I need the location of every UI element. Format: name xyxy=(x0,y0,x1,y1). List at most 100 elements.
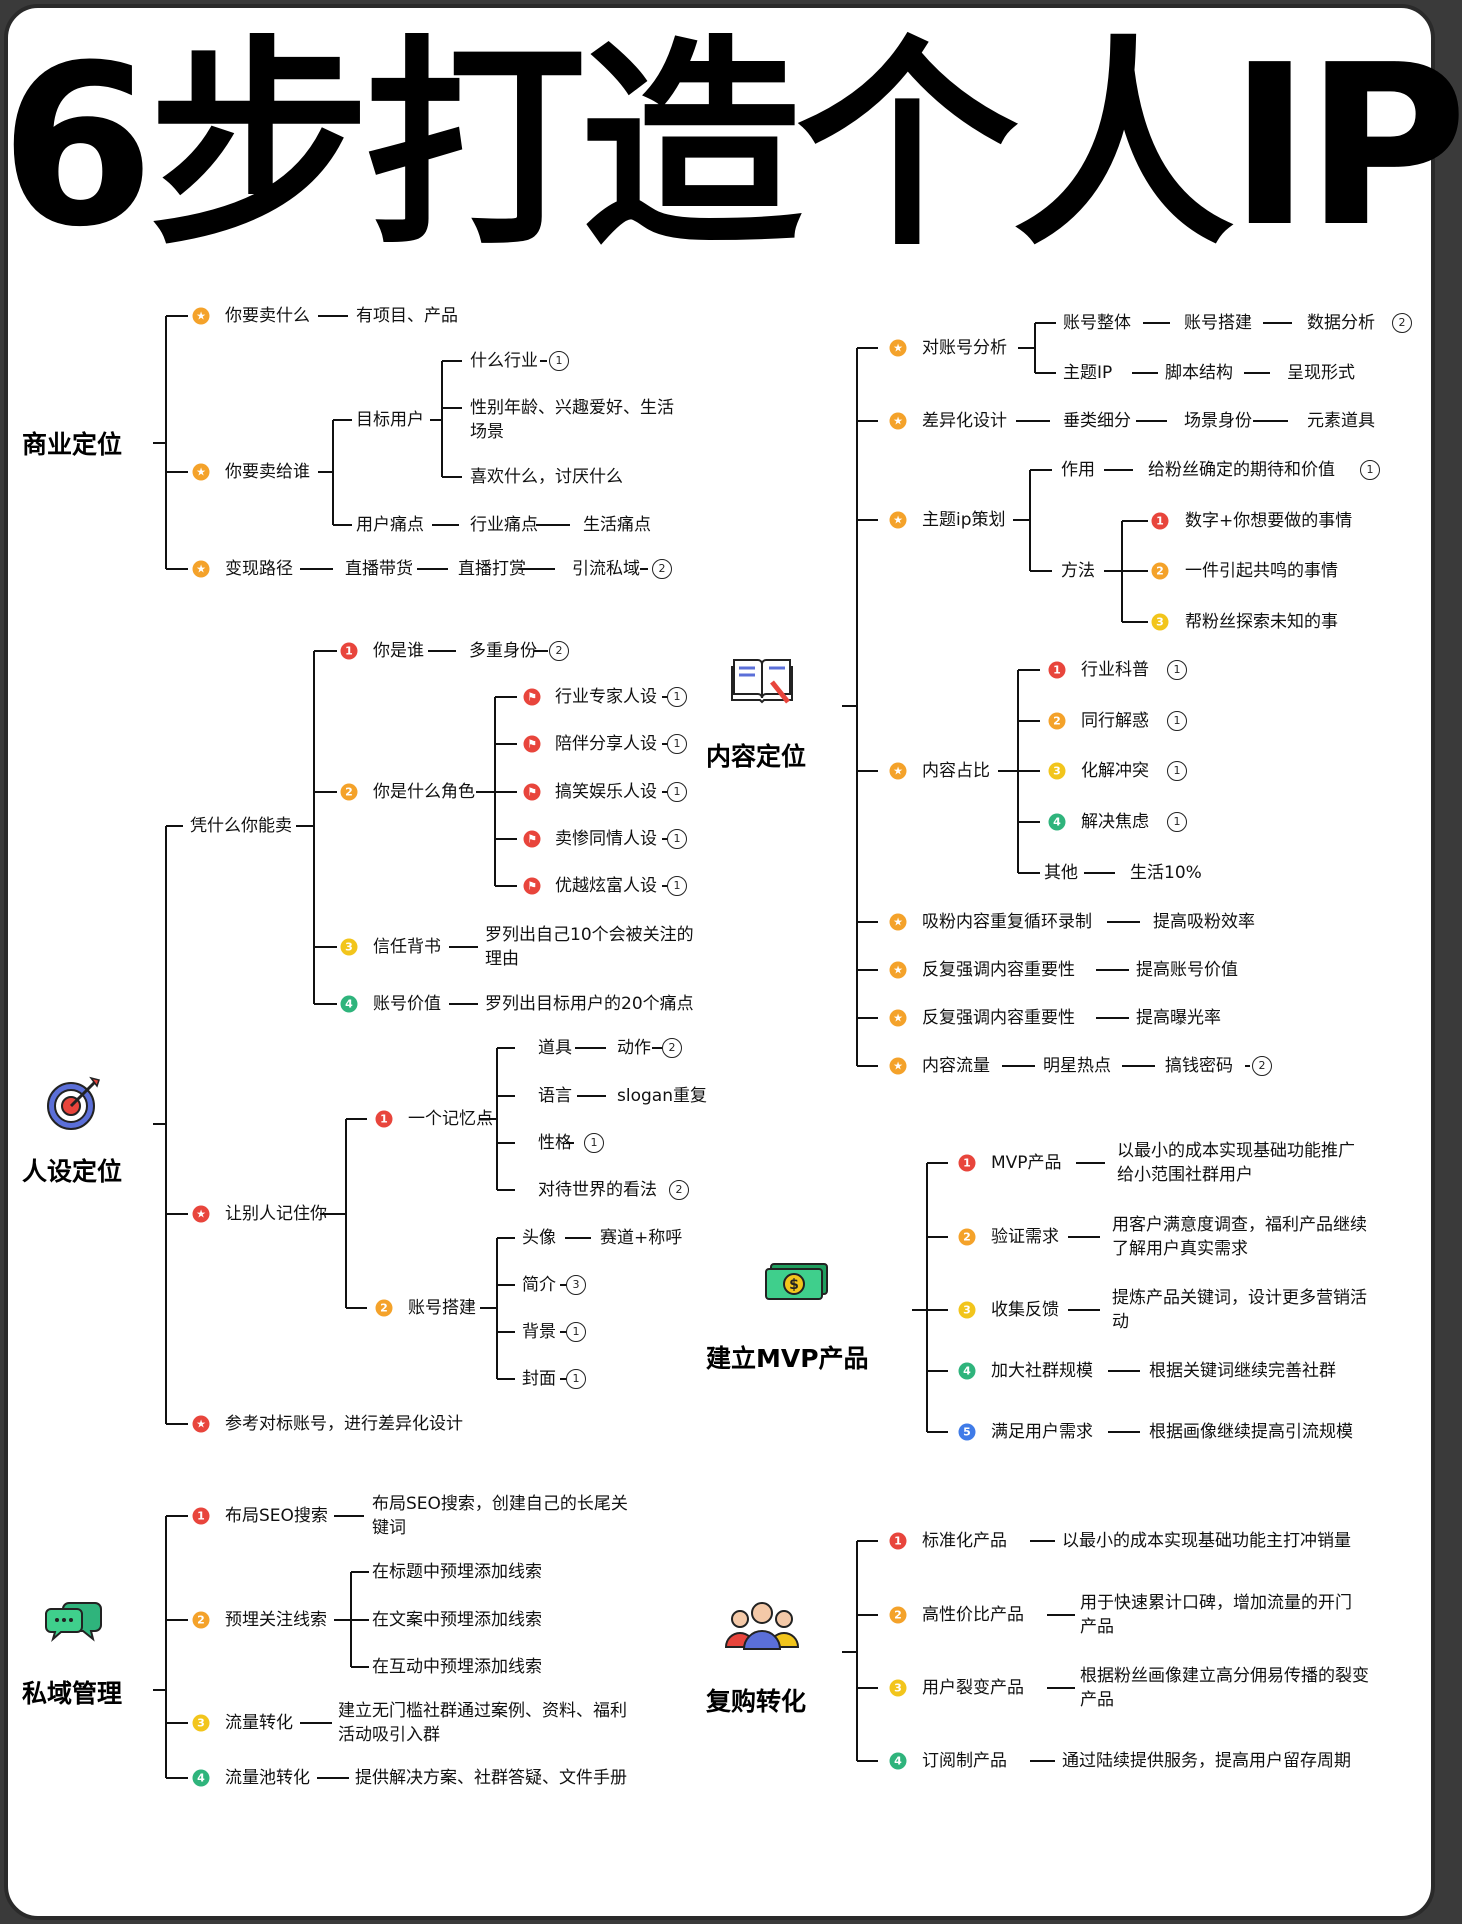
star-badge-icon: ★ xyxy=(889,511,907,529)
node-role-sympathy: 卖惨同情人设 xyxy=(555,829,657,849)
node-account-build: 账号搭建 xyxy=(1184,313,1252,333)
node-language: 语言 xyxy=(538,1086,572,1106)
node-differentiation: 差异化设计 xyxy=(922,411,1007,431)
number-badge-icon: 1 xyxy=(340,642,358,660)
node-presentation: 呈现形式 xyxy=(1287,363,1355,383)
node-fission-product: 用户裂变产品 xyxy=(922,1678,1024,1698)
number-badge-icon: 3 xyxy=(1048,762,1066,780)
number-badge-icon: 3 xyxy=(192,1714,210,1732)
node-account-setup: 账号搭建 xyxy=(408,1298,476,1318)
number-badge-icon: 1 xyxy=(958,1154,976,1172)
circled-number-icon: 1 xyxy=(1167,761,1187,781)
node-account-overall: 账号整体 xyxy=(1063,313,1131,333)
node-prop: 道具 xyxy=(538,1038,572,1058)
node-celebrity-hotspot: 明星热点 xyxy=(1043,1056,1111,1076)
number-badge-icon: 4 xyxy=(1048,813,1066,831)
flag-badge-icon: ⚑ xyxy=(523,735,541,753)
node-method-3: 帮粉丝探索未知的事 xyxy=(1185,612,1338,632)
star-badge-icon: ★ xyxy=(889,913,907,931)
node-repeat-record-detail: 提高吸粉效率 xyxy=(1153,912,1255,932)
node-private-traffic: 引流私域 xyxy=(572,559,640,579)
number-badge-icon: 1 xyxy=(1048,661,1066,679)
frame xyxy=(4,4,1435,1920)
node-expand-community-detail: 根据关键词继续完善社群 xyxy=(1149,1361,1336,1381)
node-scene-identity: 场景身份 xyxy=(1184,411,1252,431)
node-meet-needs: 满足用户需求 xyxy=(991,1422,1093,1442)
node-target-user: 目标用户 xyxy=(356,410,424,430)
node-account-analysis: 对账号分析 xyxy=(922,338,1007,358)
number-badge-icon: 3 xyxy=(1151,613,1169,631)
node-money-code: 搞钱密码 xyxy=(1165,1056,1233,1076)
flag-badge-icon: ⚑ xyxy=(523,688,541,706)
node-seo: 布局SEO搜索 xyxy=(225,1506,328,1526)
book-icon xyxy=(731,659,793,704)
node-why-you: 凭什么你能卖 xyxy=(190,816,292,836)
node-life-pain: 生活痛点 xyxy=(583,515,651,535)
node-method-2: 一件引起共鸣的事情 xyxy=(1185,561,1338,581)
node-emphasis-2: 反复强调内容重要性 xyxy=(922,1008,1075,1028)
node-collect-feedback-detail: 提炼产品关键词，设计更多营销活动 xyxy=(1112,1288,1367,1332)
node-expand-community: 加大社群规模 xyxy=(991,1361,1093,1381)
node-traffic-conversion-detail: 建立无门槛社群通过案例、资料、福利活动吸引入群 xyxy=(338,1701,627,1745)
circled-number-icon: 1 xyxy=(667,687,687,707)
node-live-tips: 直播打赏 xyxy=(458,559,526,579)
node-peer-qa: 同行解惑 xyxy=(1081,711,1149,731)
node-content-traffic: 内容流量 xyxy=(922,1056,990,1076)
star-badge-icon: ★ xyxy=(889,1057,907,1075)
node-traffic-conversion: 流量转化 xyxy=(225,1713,293,1733)
node-repeat-record: 吸粉内容重复循环录制 xyxy=(922,912,1092,932)
circled-number-icon: 1 xyxy=(1167,711,1187,731)
node-user-pain: 用户痛点 xyxy=(356,515,424,535)
node-sell-to-whom: 你要卖给谁 xyxy=(225,462,310,482)
node-vertical-niche: 垂类细分 xyxy=(1063,411,1131,431)
section-title-repurchase: 复购转化 xyxy=(706,1687,807,1716)
node-content-ratio: 内容占比 xyxy=(922,761,990,781)
node-standard-product: 标准化产品 xyxy=(922,1531,1007,1551)
svg-text:$: $ xyxy=(789,1277,799,1293)
flag-badge-icon: ⚑ xyxy=(523,783,541,801)
flag-badge-icon: ⚑ xyxy=(523,877,541,895)
node-role: 你是什么角色 xyxy=(373,782,475,802)
node-method: 方法 xyxy=(1061,561,1095,581)
node-sell-what-answer: 有项目、产品 xyxy=(356,306,458,326)
circled-number-icon: 2 xyxy=(549,641,569,661)
star-badge-icon: ★ xyxy=(192,307,210,325)
node-who-are-you: 你是谁 xyxy=(373,641,424,661)
node-action: 动作 xyxy=(617,1038,651,1058)
section-title-business: 商业定位 xyxy=(22,430,123,459)
node-subscription-product: 订阅制产品 xyxy=(922,1751,1007,1771)
number-badge-icon: 1 xyxy=(192,1507,210,1525)
circled-number-icon: 1 xyxy=(667,829,687,849)
node-memory-point: 一个记忆点 xyxy=(408,1109,493,1129)
star-badge-icon: ★ xyxy=(889,412,907,430)
node-cover: 封面 xyxy=(522,1369,556,1389)
star-badge-icon: ★ xyxy=(192,463,210,481)
node-bio: 简介 xyxy=(522,1275,556,1295)
node-multi-identity: 多重身份 xyxy=(469,641,537,661)
node-industry: 什么行业 xyxy=(470,351,538,371)
node-benchmark: 参考对标账号，进行差异化设计 xyxy=(225,1414,463,1434)
circled-number-icon: 2 xyxy=(1392,313,1412,333)
number-badge-icon: 4 xyxy=(889,1752,907,1770)
number-badge-icon: 4 xyxy=(958,1362,976,1380)
number-badge-icon: 2 xyxy=(958,1228,976,1246)
node-mvp-product-detail: 以最小的成本实现基础功能推广给小范围社群用户 xyxy=(1117,1141,1355,1185)
number-badge-icon: 2 xyxy=(375,1299,393,1317)
node-seo-detail: 布局SEO搜索，创建自己的长尾关键词 xyxy=(372,1494,628,1538)
node-theme-planning: 主题ip策划 xyxy=(922,510,1006,530)
number-badge-icon: 5 xyxy=(958,1423,976,1441)
node-fission-product-detail: 根据粉丝画像建立高分佣易传播的裂变产品 xyxy=(1080,1666,1369,1710)
node-meet-needs-detail: 根据画像继续提高引流规模 xyxy=(1149,1422,1353,1442)
circled-number-icon: 1 xyxy=(584,1133,604,1153)
node-purpose: 作用 xyxy=(1061,460,1095,480)
node-validate-demand-detail: 用客户满意度调查，福利产品继续了解用户真实需求 xyxy=(1112,1215,1367,1259)
node-monetization: 变现路径 xyxy=(225,559,293,579)
star-badge-icon: ★ xyxy=(192,1205,210,1223)
people-icon xyxy=(724,1602,800,1650)
circled-number-icon: 1 xyxy=(549,351,569,371)
number-badge-icon: 1 xyxy=(1151,512,1169,530)
node-avatar: 头像 xyxy=(522,1228,556,1248)
node-live-sales: 直播带货 xyxy=(345,559,413,579)
node-validate-demand: 验证需求 xyxy=(991,1227,1059,1247)
node-background: 背景 xyxy=(522,1322,556,1342)
